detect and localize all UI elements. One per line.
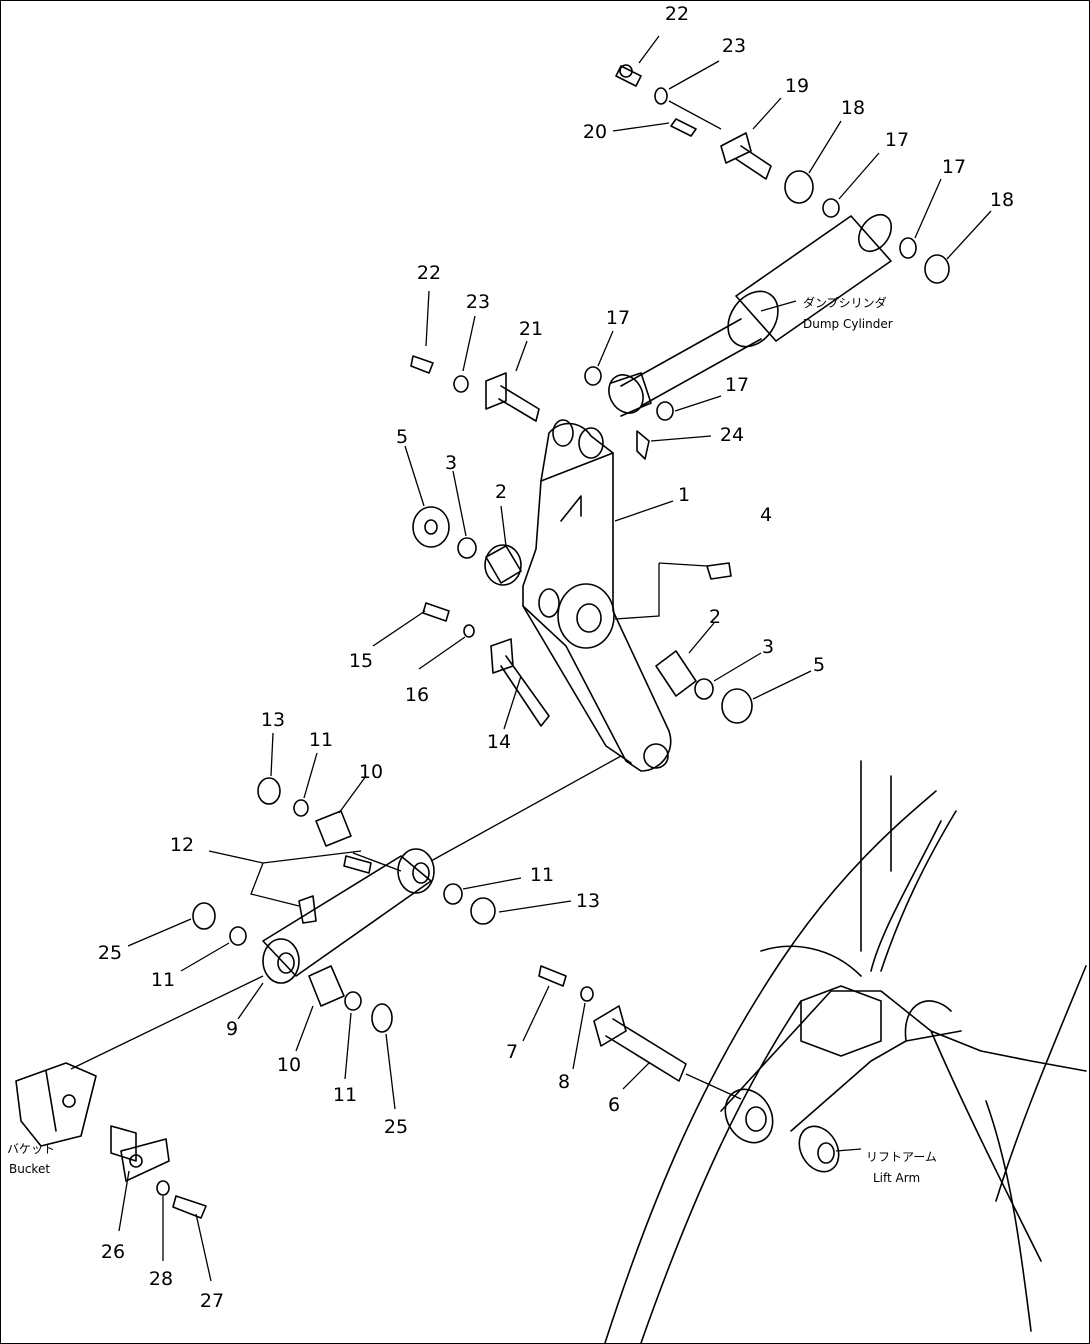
callout-15: 15 — [349, 650, 373, 672]
callout-14: 14 — [487, 731, 511, 753]
dump-cylinder-drawing — [608, 213, 893, 417]
lift-arm-caption-en: Lift Arm — [873, 1171, 920, 1185]
callout-26: 26 — [101, 1241, 125, 1263]
callout-13: 13 — [576, 890, 600, 912]
callout-24: 24 — [720, 424, 744, 446]
callout-25: 25 — [98, 942, 122, 964]
dump-cylinder-caption-jp: ダンプシリンダ — [803, 295, 887, 310]
callout-3: 3 — [445, 452, 457, 474]
callout-17: 17 — [885, 129, 909, 151]
callout-7: 7 — [506, 1041, 518, 1063]
callout-22: 22 — [417, 262, 441, 284]
callout-19: 19 — [785, 75, 809, 97]
callout-18: 18 — [990, 189, 1014, 211]
callout-10: 10 — [359, 761, 383, 783]
callout-20: 20 — [583, 121, 607, 143]
bucket-caption-en: Bucket — [9, 1162, 50, 1176]
callout-5: 5 — [813, 654, 825, 676]
callout-11: 11 — [333, 1084, 357, 1106]
bucket-caption-jp: バケット — [7, 1142, 55, 1156]
bucket-bracket-drawing — [15, 1062, 97, 1147]
callout-3: 3 — [762, 636, 774, 658]
leader-lines — [70, 35, 992, 1282]
callout-8: 8 — [558, 1071, 570, 1093]
callout-1: 1 — [678, 484, 690, 506]
callout-22: 22 — [665, 3, 689, 25]
callout-9: 9 — [226, 1018, 238, 1040]
callout-17: 17 — [725, 374, 749, 396]
callout-11: 11 — [309, 729, 333, 751]
callout-13: 13 — [261, 709, 285, 731]
callout-18: 18 — [841, 97, 865, 119]
callout-6: 6 — [608, 1094, 620, 1116]
callout-16: 16 — [405, 684, 429, 706]
callout-2: 2 — [709, 606, 721, 628]
callout-23: 23 — [722, 35, 746, 57]
dump-cylinder-caption-en: Dump Cylinder — [803, 317, 893, 331]
callout-numbers: 1 2 2 3 3 4 5 5 6 7 8 9 10 10 11 11 11 1… — [98, 3, 1014, 1312]
part-captions: ダンプシリンダ Dump Cylinder バケット Bucket リフトアーム… — [7, 295, 937, 1185]
callout-23: 23 — [466, 291, 490, 313]
callout-27: 27 — [200, 1290, 224, 1312]
callout-12: 12 — [170, 834, 194, 856]
callout-11: 11 — [151, 969, 175, 991]
lift-arm-drawing — [604, 760, 1087, 1343]
callout-17: 17 — [606, 307, 630, 329]
callout-10: 10 — [277, 1054, 301, 1076]
callout-2: 2 — [495, 481, 507, 503]
callout-28: 28 — [149, 1268, 173, 1290]
callout-11: 11 — [530, 864, 554, 886]
callout-21: 21 — [519, 318, 543, 340]
lift-arm-caption-jp: リフトアーム — [866, 1150, 937, 1164]
callout-25: 25 — [384, 1116, 408, 1138]
small-parts — [110, 64, 950, 1219]
callout-5: 5 — [396, 426, 408, 448]
bell-crank-drawing — [522, 419, 672, 772]
callout-4: 4 — [760, 504, 772, 526]
callout-17: 17 — [942, 156, 966, 178]
link-drawing — [262, 848, 435, 984]
